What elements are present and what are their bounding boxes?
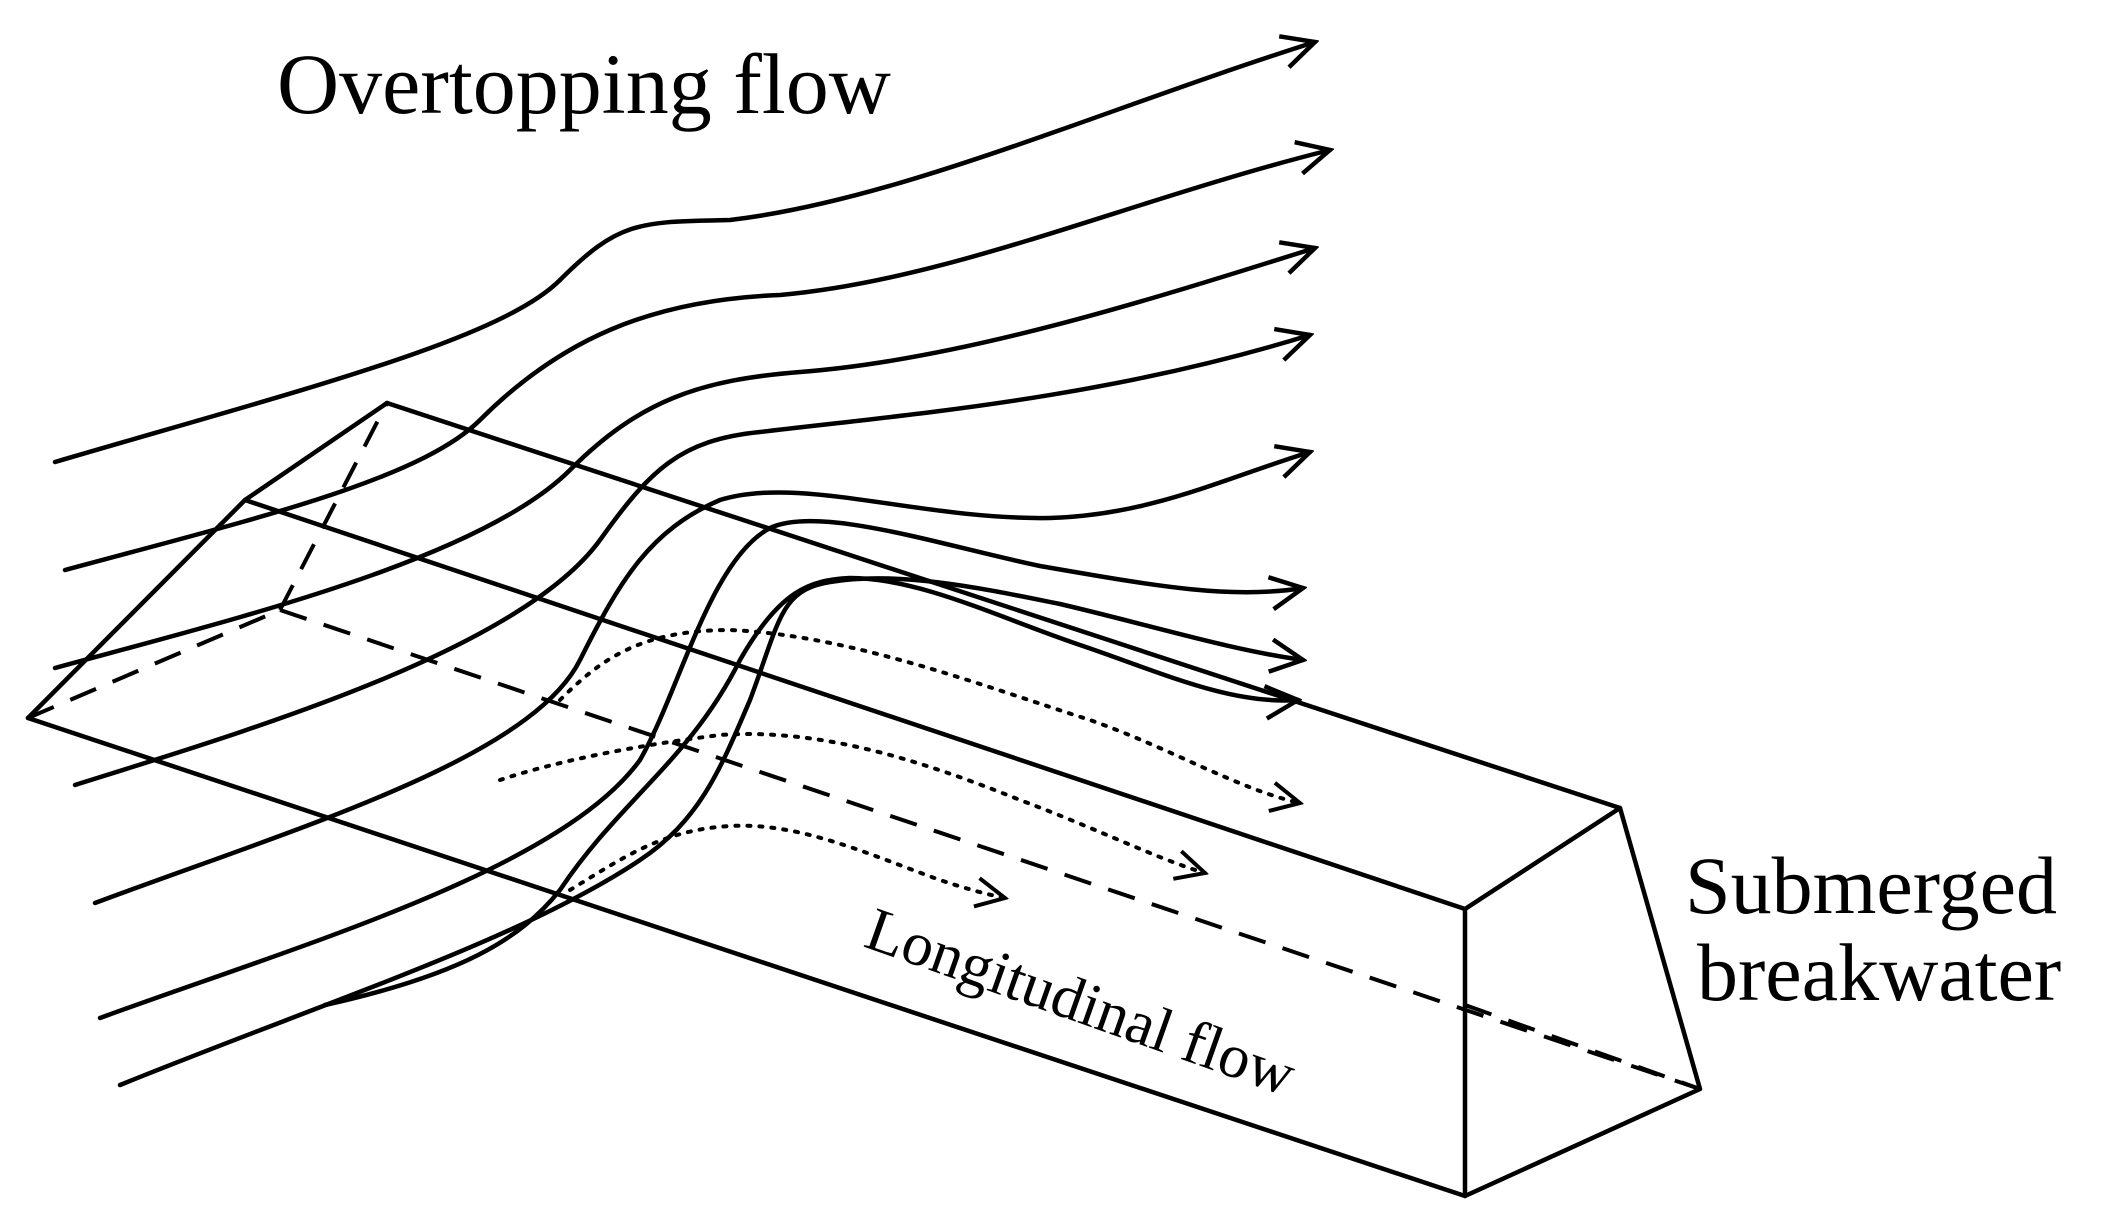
streamline-6	[97, 518, 1303, 1021]
overtopping-streamlines	[52, 42, 1330, 1088]
submerged-breakwater-label-line1: Submerged	[1685, 840, 2057, 931]
longitudinal-streamlines	[498, 627, 1300, 898]
breakwater-hidden-edge-base-right	[1464, 1003, 1701, 1091]
breakwater-end-face	[1462, 805, 1703, 1199]
breakwater-crest-front-edge	[242, 497, 1468, 912]
streamline-3	[52, 248, 1315, 671]
breakwater-crest-back-edge	[384, 400, 1623, 811]
breakwater-hidden-edge-base-long	[279, 608, 1701, 1091]
overtopping-flow-label: Overtopping flow	[277, 36, 891, 132]
longitudinal-flow-line-2	[498, 732, 1205, 873]
breakwater-front-base-edge	[25, 715, 1468, 1199]
breakwater-hidden-edge-back-vertical	[278, 402, 389, 611]
longitudinal-flow-line-3	[568, 823, 1005, 898]
streamline-8	[322, 575, 1298, 1008]
streamline-7	[117, 576, 1303, 1088]
breakwater-body	[25, 400, 1703, 1199]
streamline-2	[62, 150, 1330, 573]
breakwater-seaward-slope-edge	[25, 497, 248, 721]
streamline-5	[92, 452, 1310, 906]
longitudinal-flow-label: Longitudinal flow	[857, 895, 1304, 1109]
longitudinal-flow-line-1	[558, 627, 1300, 803]
breakwater-top-left-edge	[242, 400, 390, 503]
submerged-breakwater-label-line2: breakwater	[1697, 927, 2061, 1018]
streamline-4	[72, 335, 1310, 788]
streamline-1	[52, 42, 1315, 465]
